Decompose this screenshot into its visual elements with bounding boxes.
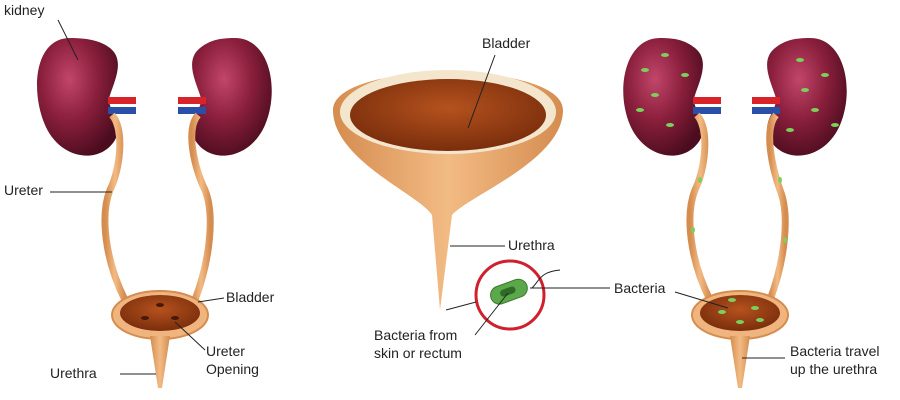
label-ureter-opening-1: Ureter <box>206 343 245 359</box>
vein-infected-right <box>752 107 780 114</box>
label-bacteria: Bacteria <box>614 280 666 296</box>
kidney-infected-left <box>623 38 703 156</box>
urethra-infected <box>730 336 750 388</box>
urethra-left <box>150 336 170 388</box>
bladder-interior <box>350 79 546 151</box>
artery-infected-right <box>752 97 780 104</box>
label-bacteria-source-2: skin or rectum <box>374 345 462 361</box>
pointer-ureter-opening <box>174 321 206 351</box>
label-bacteria-travel-2: up the urethra <box>790 361 877 377</box>
label-ureter: Ureter <box>4 182 43 198</box>
vein-left <box>108 107 136 114</box>
kidney-infected-right <box>767 38 847 156</box>
artery-left <box>108 97 136 104</box>
pointer-bacteria-right <box>674 291 729 309</box>
bacteria-cluster <box>636 53 839 324</box>
vein-right <box>178 107 206 114</box>
ureter-right <box>188 112 214 302</box>
ureter-left <box>101 112 129 302</box>
ureter-infected-left <box>686 112 714 302</box>
urinary-system-healthy: kidney Ureter Bladder Ureter Opening Ure… <box>4 2 275 388</box>
bladder-closeup: Bladder Urethra Bacteria from skin or re… <box>333 35 666 361</box>
label-ureter-opening-2: Opening <box>206 361 259 377</box>
pointer-curve <box>531 269 561 289</box>
pointer-source <box>445 301 477 311</box>
bladder-infected-interior <box>700 295 780 331</box>
label-bladder-center: Bladder <box>482 35 531 51</box>
vein-infected-left <box>693 107 721 114</box>
bacterium-closeup <box>490 278 528 305</box>
label-bladder-left: Bladder <box>226 289 275 305</box>
ureter-infected-right <box>766 112 789 302</box>
kidney-left <box>37 38 118 156</box>
ureter-openings <box>141 303 179 320</box>
label-bacteria-source-1: Bacteria from <box>374 327 457 343</box>
urinary-system-infected: Bacteria travel up the urethra <box>623 38 879 388</box>
artery-infected-left <box>693 97 721 104</box>
pointer-kidney <box>57 19 79 61</box>
pointer-bacteria-source <box>474 292 509 336</box>
bladder-left-interior <box>120 295 200 331</box>
label-bacteria-travel-1: Bacteria travel <box>790 343 879 359</box>
artery-right <box>178 97 206 104</box>
label-kidney: kidney <box>4 2 44 18</box>
pointer-bladder-left <box>197 297 225 303</box>
pointer-bladder-center <box>467 54 496 129</box>
label-urethra-center: Urethra <box>508 237 555 253</box>
kidney-right <box>192 38 272 156</box>
label-urethra-left: Urethra <box>50 365 97 381</box>
